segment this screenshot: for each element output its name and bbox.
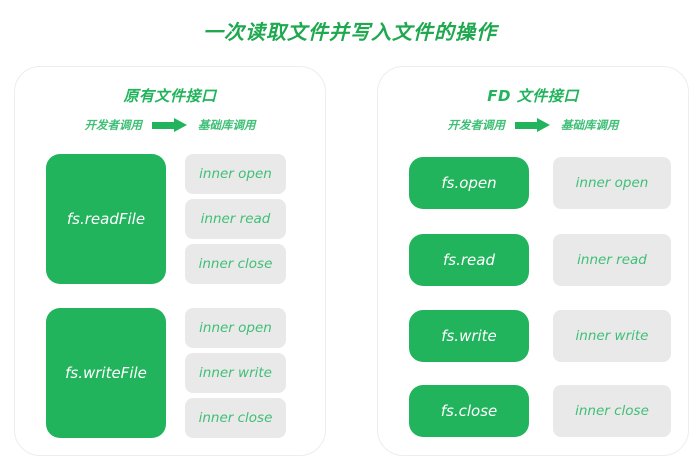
inner-call-box[interactable]: inner open (553, 157, 671, 209)
inner-call-box[interactable]: inner open (185, 154, 286, 194)
legend-developer-label: 开发者调用 (447, 118, 506, 132)
legend-library-label: 基础库调用 (198, 118, 256, 132)
inner-call-box[interactable]: inner close (185, 244, 286, 284)
api-box-fs-writefile[interactable]: fs.writeFile (46, 308, 166, 438)
legend-library-label: 基础库调用 (561, 118, 619, 132)
api-box-fs-write[interactable]: fs.write (409, 310, 529, 362)
inner-call-box[interactable]: inner read (553, 234, 671, 286)
panel-fd-legend: 开发者调用 基础库调用 (378, 117, 688, 133)
inner-call-box[interactable]: inner read (185, 199, 286, 239)
arrow-right-icon (515, 118, 551, 132)
panel-fd-file-interface: FD 文件接口 开发者调用 基础库调用 fs.open inner open f… (377, 66, 689, 456)
inner-call-box[interactable]: inner open (185, 308, 286, 348)
panel-legacy-file-interface: 原有文件接口 开发者调用 基础库调用 fs.readFile inner ope… (14, 66, 326, 456)
arrow-right-icon (152, 118, 188, 132)
legend-developer-label: 开发者调用 (84, 118, 143, 132)
inner-call-box[interactable]: inner write (185, 353, 286, 393)
api-box-fs-close[interactable]: fs.close (409, 385, 529, 437)
panel-legacy-title: 原有文件接口 (123, 87, 217, 105)
api-box-fs-readfile[interactable]: fs.readFile (46, 154, 166, 284)
api-box-fs-read[interactable]: fs.read (409, 234, 529, 286)
inner-call-box[interactable]: inner close (185, 398, 286, 438)
inner-call-box[interactable]: inner close (553, 385, 671, 437)
panel-fd-title: FD 文件接口 (487, 87, 579, 105)
inner-call-box[interactable]: inner write (553, 310, 671, 362)
page-title: 一次读取文件并写入文件的操作 (203, 20, 497, 44)
panel-legacy-legend: 开发者调用 基础库调用 (15, 117, 325, 133)
api-box-fs-open[interactable]: fs.open (409, 157, 529, 209)
